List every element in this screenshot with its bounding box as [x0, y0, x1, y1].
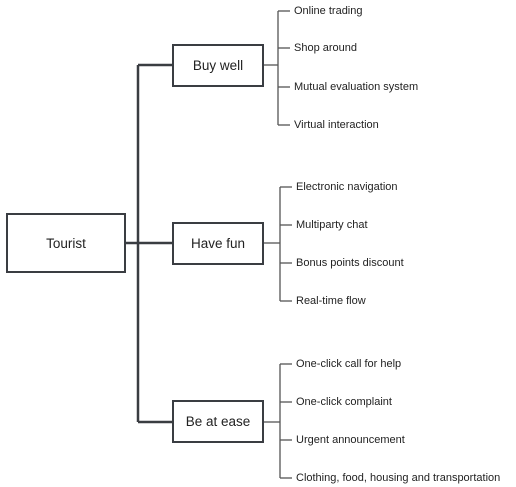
- leaf-virtual-interaction: Virtual interaction: [294, 119, 379, 131]
- leaf-multiparty-chat: Multiparty chat: [296, 219, 368, 231]
- leaf-electronic-navigation: Electronic navigation: [296, 181, 398, 193]
- group-node-be-at-ease: Be at ease: [172, 400, 264, 443]
- group-node-have-fun: Have fun: [172, 222, 264, 265]
- group-node-buy-well: Buy well: [172, 44, 264, 87]
- group-label-buy-well: Buy well: [192, 58, 244, 73]
- leaf-shop-around: Shop around: [294, 42, 357, 54]
- leaf-clothing-food-housing-transportation: Clothing, food, housing and transportati…: [296, 472, 501, 484]
- group-label-have-fun: Have fun: [190, 236, 246, 251]
- leaf-one-click-complaint: One-click complaint: [296, 396, 392, 408]
- root-label: Tourist: [46, 235, 86, 251]
- leaf-mutual-evaluation-system: Mutual evaluation system: [294, 81, 419, 93]
- leaf-urgent-announcement: Urgent announcement: [296, 434, 405, 446]
- leaf-online-trading: Online trading: [294, 5, 363, 17]
- leaf-real-time-flow: Real-time flow: [296, 295, 366, 307]
- leaf-one-click-call-for-help: One-click call for help: [296, 358, 402, 370]
- root-node-tourist: Tourist: [6, 213, 126, 273]
- leaf-bonus-points-discount: Bonus points discount: [296, 257, 404, 269]
- group-label-be-at-ease: Be at ease: [185, 414, 251, 429]
